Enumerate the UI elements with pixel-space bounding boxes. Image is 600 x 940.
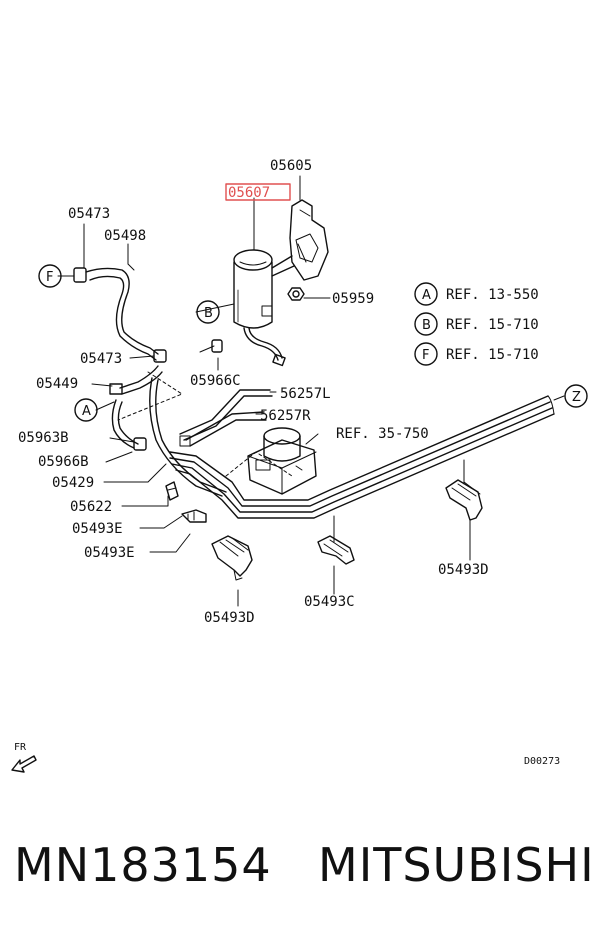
callout-F [38, 264, 62, 288]
label-05473-top: 05473 [68, 206, 110, 222]
clip-05493C [317, 535, 355, 565]
diagram-code: D00273 [524, 756, 560, 767]
canister-bracket [271, 199, 329, 281]
label-05493C: 05493C [304, 594, 355, 610]
callout-Z-letter: Z [572, 390, 581, 405]
legend-B-letter: B [422, 318, 431, 333]
legend-circle-A [414, 282, 438, 306]
hose-05498 [73, 263, 167, 363]
clip-05493D-right [445, 479, 483, 521]
legend-A-letter: A [422, 288, 431, 303]
hydraulic-unit [247, 427, 317, 495]
callout-B-letter: B [204, 306, 213, 321]
legend-F-text: REF. 15-710 [446, 347, 539, 363]
legend-circle-B [414, 312, 438, 336]
brake-lines [169, 389, 555, 519]
legend-circle-F [414, 342, 438, 366]
clip-05493D-bottom [211, 535, 253, 581]
highlight-box [225, 183, 291, 201]
label-05966C: 05966C [190, 373, 241, 389]
label-56257L: 56257L [280, 386, 331, 402]
parts-diagram: 05605 05607 05473 05498 05959 05473 0544… [11, 158, 588, 773]
label-05493D-bottom: 05493D [204, 610, 255, 626]
label-05498: 05498 [104, 228, 146, 244]
label-05605: 05605 [270, 158, 312, 174]
legend-F-letter: F [422, 348, 429, 363]
label-05449: 05449 [36, 376, 78, 392]
legend-B-text: REF. 15-710 [446, 317, 539, 333]
label-56257R: 56257R [260, 408, 311, 424]
label-05493E-1: 05493E [72, 521, 123, 537]
front-arrow-icon [11, 755, 37, 773]
label-05493D-right: 05493D [438, 562, 489, 578]
clip-05622 [165, 481, 179, 501]
leader-lines [57, 175, 565, 607]
clip-05493E-1 [181, 509, 207, 523]
label-05959: 05959 [332, 291, 374, 307]
nut-05959 [287, 287, 305, 301]
canister [233, 249, 286, 367]
footer: MN183154 MITSUBISHI [0, 838, 600, 898]
label-ref-35-750: REF. 35-750 [336, 426, 429, 442]
label-05607: 05607 [228, 185, 270, 201]
callout-A [74, 398, 98, 422]
brand-name: MITSUBISHI [318, 838, 595, 892]
label-05429: 05429 [52, 475, 94, 491]
label-05963B: 05963B [18, 430, 69, 446]
label-05473-mid: 05473 [80, 351, 122, 367]
callout-B [196, 300, 220, 324]
legend-A-text: REF. 13-550 [446, 287, 539, 303]
fr-label: FR [14, 742, 27, 753]
callout-A-letter: A [82, 404, 91, 419]
label-05493E-2: 05493E [84, 545, 135, 561]
label-05622: 05622 [70, 499, 112, 515]
part-number: MN183154 [14, 838, 272, 892]
label-05966B: 05966B [38, 454, 89, 470]
callout-F-letter: F [46, 270, 53, 285]
callout-Z [564, 384, 588, 408]
